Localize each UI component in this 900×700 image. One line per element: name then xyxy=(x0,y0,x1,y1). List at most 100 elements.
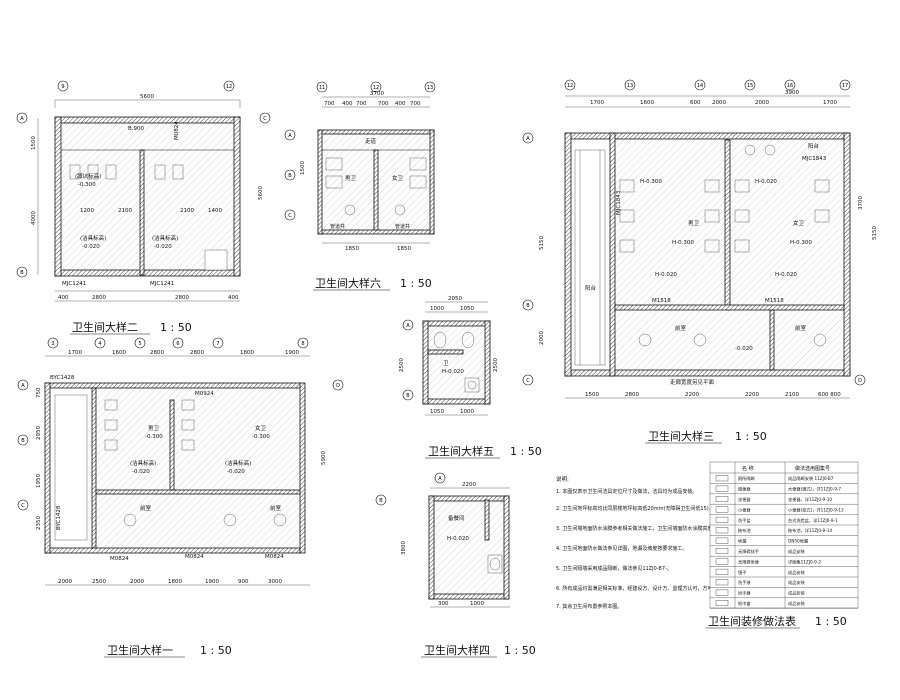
fixture-symbol-icon xyxy=(715,589,729,596)
plan-six-axis-4: B xyxy=(288,173,292,179)
plan-one-dim-left-3: 2350 xyxy=(36,516,42,530)
schedule-cell-method: 成品隔断安装 11ZJ0-B7 xyxy=(788,475,834,482)
note-item: 5. 卫生间隔墙采用成品隔断，做法参见11ZJ0-B7-。 xyxy=(556,565,672,572)
schedule-cell-name: 坐便器 xyxy=(738,496,751,503)
plan-one-dim-bottom-2: 2000 xyxy=(130,579,144,585)
schedule-header-1: 做法选用图集号 xyxy=(795,465,830,472)
plan-four-dim-top: 2200 xyxy=(462,482,476,488)
plan-one: 3 4 5 6 7 8 A B C D 1700 1600 2800 2800 … xyxy=(17,337,344,658)
plan-one-dim-top-5: 1900 xyxy=(285,350,299,356)
plan-three-room-1-level: H-0.300 xyxy=(790,240,812,246)
note-item: 4. 卫生间地面防水做法参见详图，地漏及坡度按要求施工。 xyxy=(556,545,687,552)
plan-two-dim-bottom-2: 2800 xyxy=(175,295,189,301)
note-item: 6. 所有成品均需满足相关标准，经建设方、设计方、监理方认可，方可进行安装。 xyxy=(556,585,737,592)
plan-four-title: 卫生间大样四 xyxy=(424,643,490,657)
plan-two-room-1: (洁具标高) xyxy=(80,234,106,242)
plan-three-dim-top-1: 1600 xyxy=(640,100,654,106)
schedule-cell-method: 小便器(挂式)，详11ZJ0-9-13 xyxy=(788,506,844,513)
plan-one-room-2-level: -0.020 xyxy=(132,469,150,475)
plan-three-dim-bottom-2: 2200 xyxy=(685,392,699,398)
plan-two-room-0: (蹲坑标高) xyxy=(75,172,101,180)
fixture-symbol-icon xyxy=(715,568,729,575)
schedule-cell-name: 小便器 xyxy=(738,506,751,513)
plan-four-dim-bottom-0: 300 xyxy=(438,601,449,607)
plan-three-dim-bottom-4: 2100 xyxy=(785,392,799,398)
plan-one-axis-2: 5 xyxy=(138,341,141,347)
schedule-cell-method: 拖布池，详11ZJ0-9-14 xyxy=(788,527,832,534)
plan-four-axis-1: B xyxy=(379,498,383,504)
plan-three-axis-0: 12 xyxy=(567,83,573,89)
plan-one-dim-top-3: 2800 xyxy=(190,350,204,356)
plan-two-axis-4: C xyxy=(263,116,267,122)
plan-six: 11 12 13 A B C 3700 700 400 700 700 400 … xyxy=(284,81,436,291)
plan-two: 5600 1500 4000 5600 B.900 (蹲坑标高) -0.300 … xyxy=(16,80,271,335)
plan-two-axis-1: 12 xyxy=(226,84,232,90)
schedule-cell-method: DN50地漏 xyxy=(788,538,808,545)
plan-three-axis-2: 14 xyxy=(697,83,703,89)
schedule-cell-method: 详图集11ZJ0-9-2 xyxy=(788,558,821,565)
fixture-symbol-icon xyxy=(715,516,729,523)
plan-three-dim-top-0: 1700 xyxy=(590,100,604,106)
schedule-cell-name: 地漏 xyxy=(738,538,746,545)
fixture-symbol-icon xyxy=(715,527,729,534)
plan-three-axis-5: 17 xyxy=(842,83,848,89)
plan-three-room-4: 阳台 xyxy=(585,284,597,292)
plan-one-door-4: M0824 xyxy=(265,554,284,560)
design-notes: 说明: 1. 本图仅表示卫生间洁具定位尺寸及做法，洁具均为成品安装。 2. 卫生… xyxy=(556,475,758,610)
plan-three-room-0-level: H-0.300 xyxy=(672,240,694,246)
plan-two-dim-bottom-3: 400 xyxy=(228,295,239,301)
plan-one-dim-left-1: 2950 xyxy=(36,426,42,440)
plan-one-dim-left-4: 5900 xyxy=(321,451,327,465)
plan-one-room-2: (洁具标高) xyxy=(130,459,156,467)
fixture-symbol-icon xyxy=(715,475,729,482)
plan-three-level-0: H-0.300 xyxy=(640,179,662,185)
plan-two-axis-3: B xyxy=(20,270,24,276)
plan-one-door-2: M0824 xyxy=(110,556,129,562)
schedule-cell-method: 成品安装 xyxy=(788,548,806,555)
plan-three-door-1: M1518 xyxy=(652,298,671,304)
notes-heading: 说明: xyxy=(556,475,569,483)
plan-six-title: 卫生间大样六 xyxy=(315,276,381,290)
schedule-cell-name: 蹲便器 xyxy=(738,486,751,493)
plan-three-room-2: 前室 xyxy=(675,324,687,332)
plan-one-dim-bottom-4: 1900 xyxy=(205,579,219,585)
plan-one-dim-bottom-0: 2000 xyxy=(58,579,72,585)
plan-one-room-3: (洁具标高) xyxy=(225,459,251,467)
schedule-cell-method: 成品安装 xyxy=(788,579,806,586)
plan-one-room-3-level: -0.020 xyxy=(227,469,245,475)
plan-three-dim-top-6: 1700 xyxy=(823,100,837,106)
plan-one-door-3: M0824 xyxy=(185,554,204,560)
plan-five-axis-1: B xyxy=(406,393,410,399)
plan-three-room-1: 女卫 xyxy=(793,219,805,227)
schedule-cell-method: 成品安装 xyxy=(788,590,806,597)
plan-three: 12 13 14 15 16 17 A B C D 1700 1600 600 … xyxy=(522,79,878,444)
plan-one-scale: 1 : 50 xyxy=(200,644,232,657)
plan-six-axis-3: A xyxy=(288,133,292,139)
plan-five-dim-bottom-1: 1000 xyxy=(460,409,474,415)
schedule-cell-name: 镜子 xyxy=(738,569,746,576)
schedule-cell-method: 大便器(蹲式)，详11ZJ0-9-7 xyxy=(788,486,841,493)
schedule-cell-name: 拖布池 xyxy=(738,527,751,534)
schedule-cell-name: 无障碍扶手 xyxy=(738,548,759,555)
fixture-symbol-icon xyxy=(715,537,729,544)
schedule-cell-name: 洗手液 xyxy=(738,579,751,586)
schedule-cell-name: 烘手器 xyxy=(738,590,751,597)
plan-two-dim-inner-0: 1200 xyxy=(80,208,94,214)
plan-six-dim-top2-5: 700 xyxy=(410,101,421,107)
plan-one-dim-top-4: 1800 xyxy=(240,350,254,356)
plan-three-dim-left-1: 2000 xyxy=(539,331,545,345)
plan-four-dim-left: 3800 xyxy=(401,541,407,555)
plan-five-dim-left-1: 2500 xyxy=(493,358,499,372)
note-item: 2. 卫生间地坪标高均比同层楼地坪标高低20mm(无障碍卫生间低15)，M为部品… xyxy=(556,505,748,512)
plan-six-axis-2: 13 xyxy=(427,85,433,91)
plan-five-dim-top2-1: 1050 xyxy=(460,306,474,312)
plan-one-dim-bottom-3: 1800 xyxy=(168,579,182,585)
plan-one-axis-1: 4 xyxy=(98,341,101,347)
plan-one-room-1: 女卫 xyxy=(255,424,267,432)
note-item: 3. 卫生间墙地面防水涂膜参考相关做法施工，卫生间墙面防水涂膜高度见11ZJ00… xyxy=(556,525,758,532)
plan-three-dim-right-0: 3700 xyxy=(858,196,864,210)
fixture-symbol-icon xyxy=(715,600,729,606)
plan-two-dim-left-1: 4000 xyxy=(31,211,37,225)
plan-six-note-1: 管道井 xyxy=(395,223,410,230)
